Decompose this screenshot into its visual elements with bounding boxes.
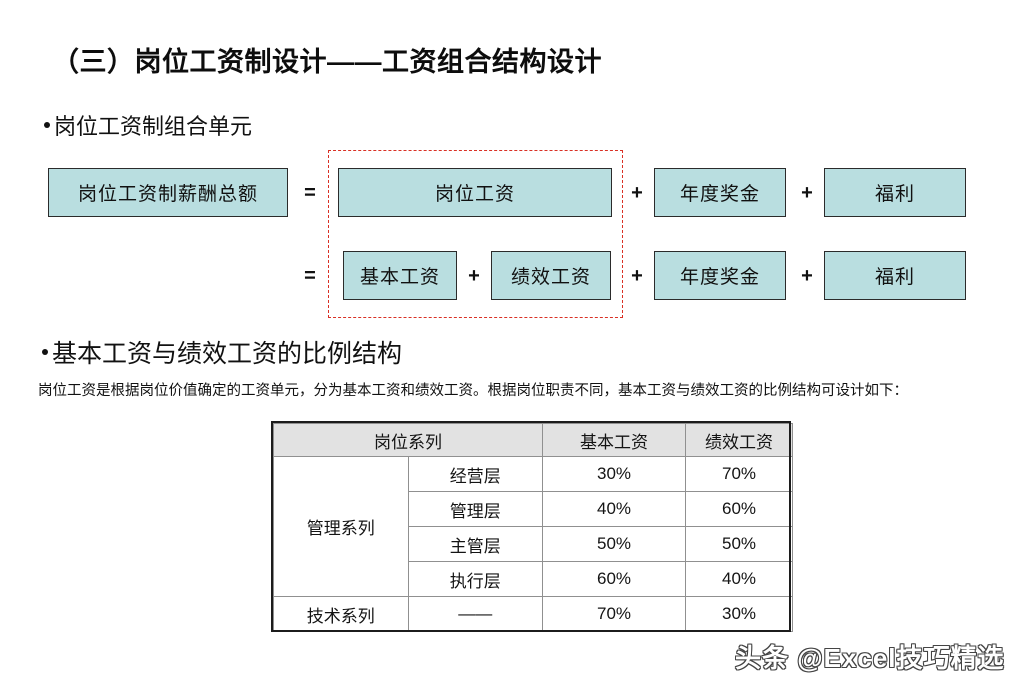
- cell-base: 50%: [542, 526, 686, 562]
- bullet-dot-icon: [44, 122, 50, 128]
- box-welfare-row1: 福利: [824, 168, 966, 217]
- box-post-salary: 岗位工资: [338, 168, 612, 217]
- operator-equals-row1: =: [304, 181, 316, 204]
- operator-plus-row2-a: +: [468, 264, 480, 287]
- table-row: 管理层 40% 60%: [274, 491, 793, 527]
- cell-base: 70%: [542, 596, 686, 632]
- operator-equals-row2: =: [304, 264, 316, 287]
- header-performance-salary: 绩效工资: [685, 423, 793, 457]
- bullet-item-ratio-structure: 基本工资与绩效工资的比例结构: [42, 334, 402, 370]
- box-base-salary: 基本工资: [343, 251, 457, 300]
- table-row: 主管层 50% 50%: [274, 526, 793, 562]
- box-performance-salary: 绩效工资: [491, 251, 611, 300]
- salary-composition-diagram: 岗位工资制薪酬总额 = 岗位工资 + 年度奖金 + 福利 = 基本工资 + 绩效…: [48, 150, 966, 318]
- header-base-salary: 基本工资: [542, 423, 686, 457]
- page-title: （三）岗位工资制设计——工资组合结构设计: [52, 47, 602, 77]
- cell-performance: 30%: [685, 596, 793, 632]
- cell-performance: 70%: [685, 456, 793, 492]
- cell-performance: 40%: [685, 561, 793, 597]
- cell-level: 执行层: [407, 561, 543, 597]
- cell-performance: 60%: [685, 491, 793, 527]
- operator-plus-row1-a: +: [631, 181, 643, 204]
- box-welfare-row2: 福利: [824, 251, 966, 300]
- operator-plus-row2-b: +: [631, 264, 643, 287]
- cell-level: 主管层: [407, 526, 543, 562]
- header-job-series: 岗位系列: [273, 423, 543, 457]
- table-header-row: 岗位系列 基本工资 绩效工资: [273, 423, 793, 457]
- cell-base: 30%: [542, 456, 686, 492]
- box-annual-bonus-row2: 年度奖金: [654, 251, 786, 300]
- bullet-label: 岗位工资制组合单元: [54, 114, 253, 139]
- cell-performance: 50%: [685, 526, 793, 562]
- cell-base: 40%: [542, 491, 686, 527]
- table-row: 管理系列 经营层 30% 70%: [273, 456, 793, 597]
- bullet-item-composition-unit: 岗位工资制组合单元: [44, 109, 252, 141]
- bullet-label: 基本工资与绩效工资的比例结构: [52, 340, 403, 368]
- box-annual-bonus-row1: 年度奖金: [654, 168, 786, 217]
- cell-level: 经营层: [407, 456, 543, 492]
- cell-level: ——: [407, 596, 543, 632]
- cell-level: 管理层: [407, 491, 543, 527]
- operator-plus-row1-b: +: [801, 181, 813, 204]
- intro-paragraph: 岗位工资是根据岗位价值确定的工资单元，分为基本工资和绩效工资。根据岗位职责不同，…: [38, 383, 908, 399]
- bullet-dot-icon: [42, 349, 48, 355]
- cell-base: 60%: [542, 561, 686, 597]
- table-row: 技术系列 —— 70% 30%: [273, 596, 793, 632]
- post-salary-highlight-region: [328, 150, 623, 318]
- watermark: 头条 @Excel技巧精选: [735, 643, 1005, 673]
- salary-ratio-table: 岗位系列 基本工资 绩效工资 管理系列 经营层 30% 70% 管理层 40% …: [273, 423, 793, 632]
- cell-series-management: 管理系列: [273, 456, 409, 597]
- operator-plus-row2-c: +: [801, 264, 813, 287]
- cell-series-technical: 技术系列: [273, 596, 409, 632]
- box-total-compensation: 岗位工资制薪酬总额: [48, 168, 288, 217]
